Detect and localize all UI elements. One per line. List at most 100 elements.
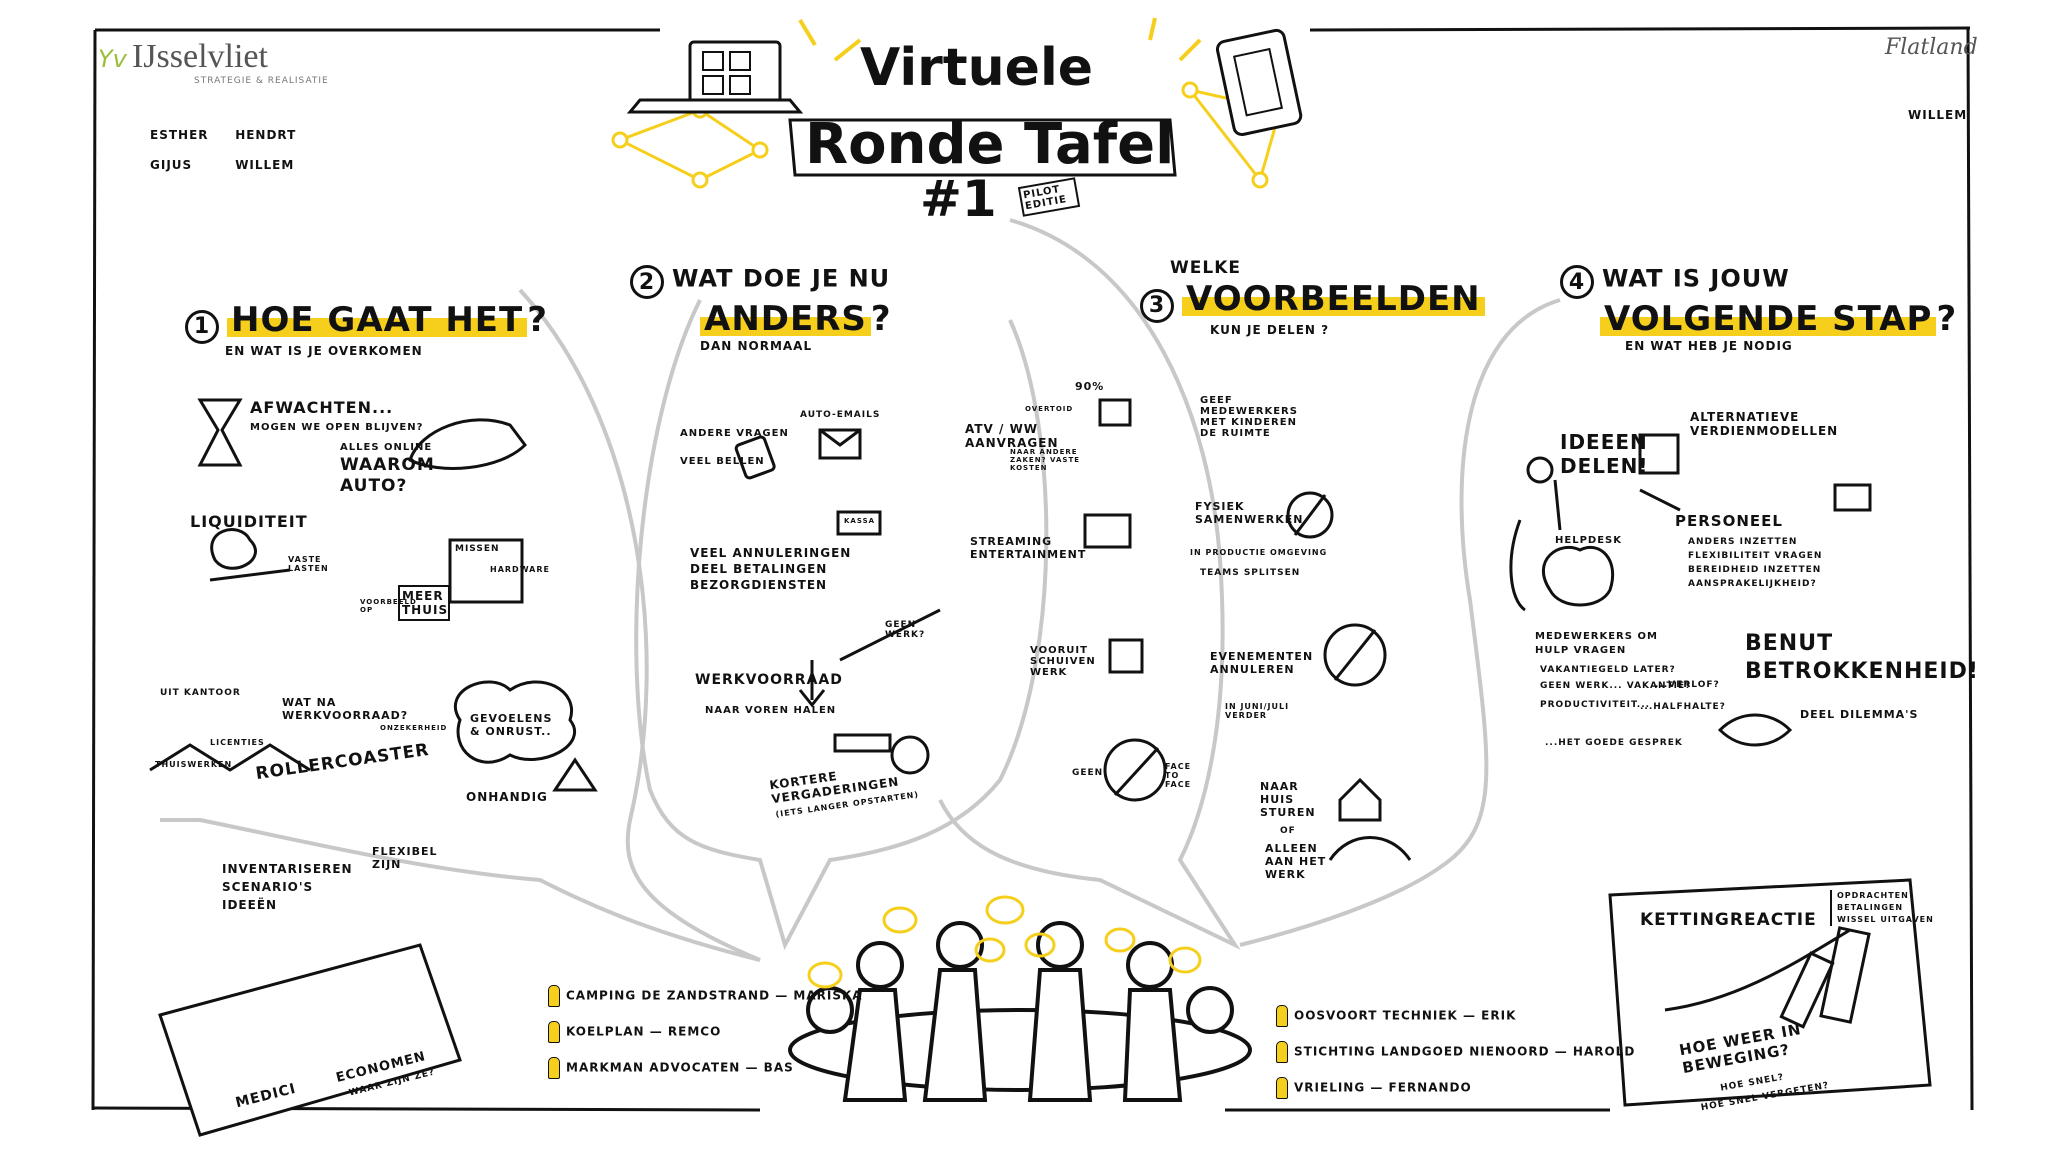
section-heading: VOORBEELDEN — [1182, 279, 1485, 319]
note: OF — [1280, 826, 1296, 836]
note: ONZEKERHEID — [380, 724, 448, 732]
list-item: BETALINGEN — [1837, 903, 1904, 912]
question-mark: ? — [1936, 299, 1958, 339]
question-mark: ? — [870, 299, 892, 339]
note: BEZORGDIENSTEN — [690, 578, 828, 592]
team-member: GIJUS — [150, 158, 193, 172]
note: ANDERS INZETTEN — [1688, 537, 1798, 547]
note: ALLES ONLINE — [340, 442, 433, 453]
section-heading: VOLGENDE STAP — [1600, 299, 1937, 339]
note: VAKANTIEGELD LATER? — [1540, 665, 1676, 675]
note: ONHANDIG — [466, 790, 548, 804]
pin-icon — [1276, 1005, 1288, 1027]
title-line-2: Ronde Tafel — [805, 112, 1175, 177]
note: GEEN — [1072, 768, 1104, 778]
note: ...VERLOF? — [1655, 680, 1720, 690]
ijsselvliet-logo: Yv IJsselvliet STRATEGIE & REALISATIE — [98, 38, 329, 86]
pin-icon — [548, 1021, 560, 1043]
chain-arrow-icon — [1664, 928, 1851, 1012]
ijsselvliet-logo-name: IJsselvliet — [131, 38, 268, 75]
note: ...HALFHALTE? — [1640, 702, 1726, 712]
note: UIT KANTOOR — [160, 688, 241, 698]
team-member: HENDRT — [235, 128, 297, 142]
note: BEREIDHEID INZETTEN — [1688, 565, 1822, 575]
participant: VRIELING — FERNANDO — [1276, 1077, 1635, 1099]
title-ribbon — [788, 118, 1177, 177]
note: ...HET GOEDE GESPREK — [1545, 738, 1683, 748]
phone-ringing-icon — [734, 435, 776, 480]
participant: MARKMAN ADVOCATEN — BAS — [548, 1057, 863, 1079]
bubble-3 — [938, 218, 1241, 950]
note: AFWACHTEN... — [250, 398, 394, 417]
note: MOGEN WE OPEN BLIJVEN? — [250, 422, 424, 433]
section-heading: HOE GAAT HET — [227, 300, 528, 340]
list-item: WISSEL UITGAVEN — [1837, 915, 1934, 924]
ijsselvliet-logo-sub: STRATEGIE & REALISATIE — [194, 76, 329, 86]
note: ATV / WW AANVRAGEN — [965, 422, 1059, 450]
note: IDEEEN DELEN! — [1560, 430, 1649, 478]
stopwatch-icon — [890, 735, 930, 775]
note: GEVOELENS & ONRUST.. — [470, 712, 553, 738]
note: IDEEËN — [222, 898, 278, 912]
section-heading-pre: WAT IS JOUW — [1602, 264, 1790, 293]
car-icon — [408, 418, 527, 470]
participants-right: OOSVOORT TECHNIEK — ERIK STICHTING LANDG… — [1276, 1005, 1635, 1113]
section-sub: KUN JE DELEN ? — [1210, 322, 1330, 337]
calendar-icon — [1108, 638, 1144, 674]
ijsselvliet-logo-mark: Yv — [98, 45, 127, 73]
note: VASTE LASTEN — [288, 555, 329, 573]
note: HELPDESK — [1555, 535, 1622, 546]
note: TEAMS SPLITSEN — [1200, 568, 1301, 578]
note: NAAR VOREN HALEN — [705, 705, 837, 716]
participant: KOELPLAN — REMCO — [548, 1021, 863, 1043]
note: MEER THUIS — [398, 585, 450, 621]
delivery-van-icon — [1833, 483, 1872, 512]
note: FYSIEK SAMENWERKEN — [1195, 500, 1304, 526]
team-member: ESTHER — [150, 128, 209, 142]
bubble-4 — [1239, 298, 1561, 947]
team-left: ESTHER HENDRT GIJUS WILLEM — [150, 128, 330, 173]
chain-reaction-list: OPDRACHTEN BETALINGEN WISSEL UITGAVEN — [1830, 890, 1934, 926]
note: OVERTOID — [1025, 405, 1074, 413]
note: DEEL DILEMMA'S — [1800, 708, 1919, 721]
pin-icon — [1276, 1041, 1288, 1063]
note-list: INVENTARISEREN SCENARIO'S IDEEËN — [222, 860, 353, 914]
section-sub: EN WAT IS JE OVERKOMEN — [225, 343, 423, 358]
note: KASSA — [844, 517, 876, 525]
rollercoaster-icon — [149, 743, 311, 772]
note: AUTO-EMAILS — [800, 410, 881, 420]
chain-reaction-heading: KETTINGREACTIE — [1640, 910, 1817, 930]
note: GEEN WERK... VAKANTIE? — [1540, 681, 1692, 691]
note: VOORUIT SCHUIVEN WERK — [1030, 645, 1096, 678]
title-number: #1 — [920, 170, 997, 228]
note: SCENARIO'S — [222, 880, 314, 894]
register-icon — [836, 510, 882, 536]
note: LIQUIDITEIT — [190, 512, 308, 531]
note: 90% — [1075, 380, 1105, 393]
note: DEEL BETALINGEN — [690, 562, 828, 576]
team-right: WILLEM — [1908, 108, 1968, 122]
section-number: 1 — [185, 309, 219, 344]
note: IN JUNI/JULI VERDER — [1225, 702, 1290, 720]
bottom-right-card — [1608, 878, 1932, 1107]
note-list: VAKANTIEGELD LATER? GEEN WERK... VAKANTI… — [1540, 662, 1691, 694]
note: WERKVOORRAAD — [695, 672, 843, 688]
question-mark: ? — [527, 300, 548, 340]
list-item: OPDRACHTEN — [1837, 891, 1909, 900]
warning-icon — [552, 757, 598, 792]
worry-cloud-icon — [453, 680, 577, 764]
note: HARDWARE — [490, 565, 550, 574]
note: PRODUCTIVITEIT... — [1540, 700, 1651, 710]
split-arc-icon — [1328, 836, 1412, 861]
note-list: VEEL ANNULERINGEN DEEL BETALINGEN BEZORG… — [690, 545, 851, 593]
section-number: 3 — [1140, 288, 1174, 323]
note: ALTERNATIEVE VERDIENMODELLEN — [1690, 410, 1839, 438]
note: ANDERE VRAGEN — [680, 428, 789, 439]
pin-icon — [548, 985, 560, 1007]
note: FLEXIBEL ZIJN — [372, 845, 438, 871]
note: GEEF MEDEWERKERS MET KINDEREN DE RUIMTE — [1200, 395, 1298, 439]
